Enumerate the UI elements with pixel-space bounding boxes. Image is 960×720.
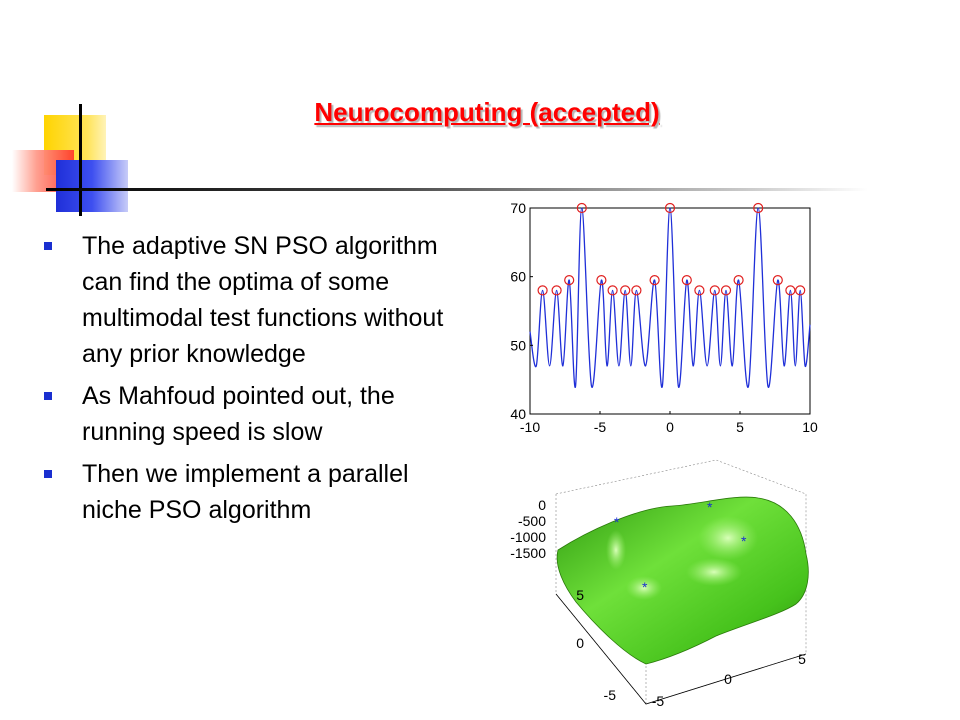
bullet-text: The adaptive SN PSO algorithm can find t… [82, 232, 444, 368]
optimum-marker: * [707, 499, 713, 515]
peak-marker [720, 285, 732, 296]
z-tick-label: -1500 [510, 545, 546, 561]
deco-horizontal-line [46, 188, 868, 191]
bullet-item: As Mahfoud pointed out, the running spee… [44, 378, 454, 450]
surface-highlight [686, 558, 742, 586]
peak-marker [576, 202, 587, 214]
peak-marker [537, 285, 548, 296]
peak-marker [664, 202, 676, 214]
deco-blue-square [56, 160, 128, 212]
peak-marker [733, 274, 744, 286]
y-tick-label: 60 [510, 269, 526, 285]
y-tick-label: 50 [510, 337, 526, 353]
optimum-marker: * [642, 579, 648, 595]
peak-marker [772, 274, 783, 286]
surface-plot: * * * * 0 -500 -1000 -1500 5 0 -5 -5 0 5 [510, 459, 809, 709]
bullet-item: The adaptive SN PSO algorithm can find t… [44, 228, 454, 372]
deco-vertical-line [79, 104, 82, 216]
x-tick-label: -5 [652, 693, 665, 709]
surface-highlight [606, 530, 626, 570]
y-tick-label: 0 [576, 635, 584, 651]
y-tick-label: 40 [510, 406, 526, 422]
bullet-text: Then we implement a parallel niche PSO a… [82, 460, 409, 524]
y-tick-label: -5 [604, 687, 617, 703]
bullet-text: As Mahfoud pointed out, the running spee… [82, 382, 395, 446]
x-tick-label: 10 [802, 419, 818, 435]
y-tick-label: 70 [510, 200, 526, 216]
x-tick-label: 5 [736, 419, 744, 435]
z-tick-label: -1000 [510, 529, 546, 545]
square-bullet-icon [44, 392, 52, 400]
slide-title: Neurocomputing (accepted) [314, 97, 660, 127]
peak-marker [709, 285, 720, 296]
peak-marker [596, 274, 607, 286]
peak-marker [564, 274, 575, 286]
z-tick-label: 0 [538, 497, 546, 513]
peak-marker [607, 285, 618, 296]
optimum-marker: * [614, 514, 620, 530]
peak-marker [753, 202, 764, 214]
peak-marker [649, 274, 660, 286]
x-tick-label: 5 [798, 651, 806, 667]
y-tick-label: 5 [576, 587, 584, 603]
x-tick-label: 0 [724, 671, 732, 687]
z-tick-label: -500 [518, 513, 546, 529]
x-tick-label: -5 [594, 419, 607, 435]
peak-marker [551, 285, 562, 296]
bullet-item: Then we implement a parallel niche PSO a… [44, 456, 454, 528]
square-bullet-icon [44, 242, 52, 250]
peak-marker [620, 285, 631, 296]
surface-highlight [626, 576, 662, 600]
x-tick-label: -10 [520, 419, 540, 435]
peak-marker [694, 285, 705, 296]
x-tick-label: 0 [666, 419, 674, 435]
surface-highlight [698, 516, 758, 560]
peak-marker [681, 274, 692, 286]
multimodal-line-plot: -10 -5 0 5 10 40 50 60 70 [510, 200, 818, 435]
square-bullet-icon [44, 470, 52, 478]
peak-marker [785, 285, 796, 296]
peak-marker [795, 285, 806, 296]
series-line [529, 207, 811, 388]
peak-marker [631, 285, 642, 296]
bullet-list: The adaptive SN PSO algorithm can find t… [44, 228, 454, 534]
optimum-marker: * [741, 533, 747, 549]
surface-sheet [556, 496, 809, 665]
axis-lines [555, 593, 807, 705]
